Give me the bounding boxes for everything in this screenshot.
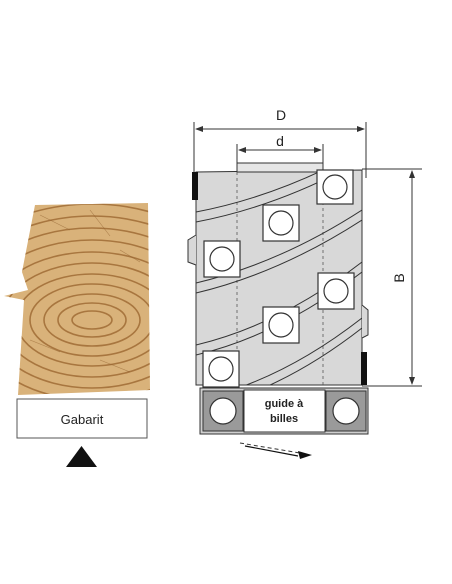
bearing-label-line1: guide à xyxy=(265,398,304,410)
insert xyxy=(262,204,300,242)
insert xyxy=(203,240,241,278)
insert xyxy=(317,272,355,310)
bearing-label-line2: billes xyxy=(270,413,298,425)
bore-label: d xyxy=(276,133,284,149)
dimension-bore: d xyxy=(236,133,324,166)
up-arrow-icon xyxy=(66,446,97,467)
bearing-assembly: guide à billes xyxy=(199,387,369,435)
insert xyxy=(202,350,240,388)
template-box: Gabarit xyxy=(16,398,148,439)
feed-arrow-icon xyxy=(239,442,312,459)
template-label: Gabarit xyxy=(61,412,104,427)
insert xyxy=(262,306,300,344)
insert xyxy=(316,169,354,205)
height-label: B xyxy=(391,273,407,282)
wood-sample-image xyxy=(4,203,150,395)
diameter-label: D xyxy=(276,107,286,123)
dimension-height: B xyxy=(362,168,422,387)
